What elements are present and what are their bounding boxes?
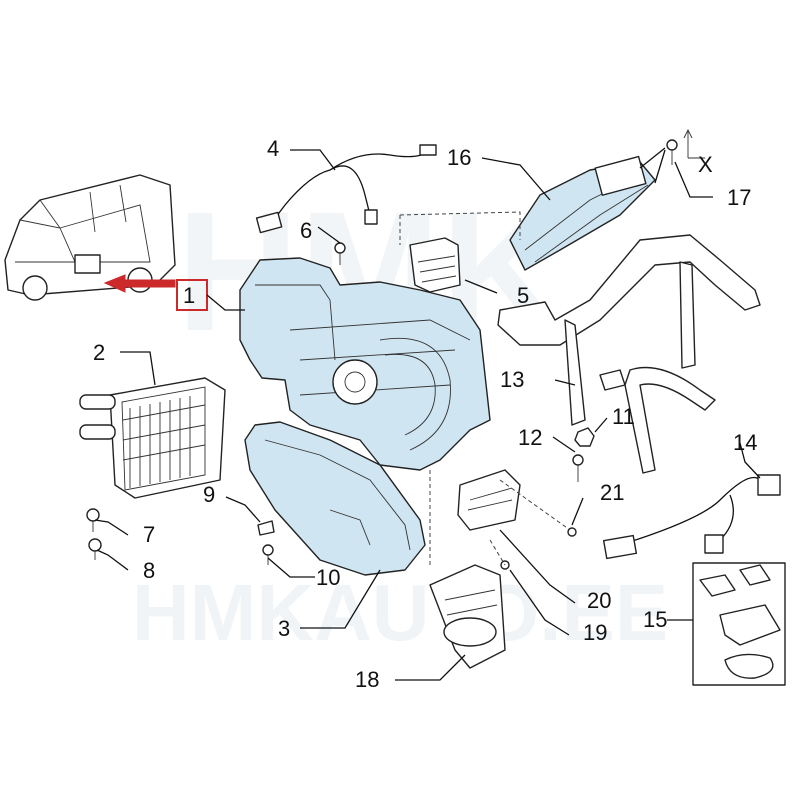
clip-9 xyxy=(257,520,275,536)
pipe-frame xyxy=(497,234,761,474)
screw-17: X xyxy=(666,128,713,177)
callout-20: 20 xyxy=(587,588,611,613)
callout-12: 12 xyxy=(518,425,542,450)
watermark-bottom: HMKAUTO.EE xyxy=(132,568,668,657)
callout-17: 17 xyxy=(727,185,751,210)
callout-9: 9 xyxy=(203,482,215,507)
heater-core xyxy=(79,377,226,499)
location-arrow xyxy=(103,274,176,293)
axis-x-label: X xyxy=(698,152,713,177)
nut-11 xyxy=(574,427,595,447)
kit-box-15 xyxy=(692,562,786,686)
wiring-harness-4 xyxy=(255,144,437,234)
callout-5: 5 xyxy=(517,283,529,308)
lower-duct xyxy=(244,421,426,576)
blower-fan-18 xyxy=(429,564,506,669)
callout-4: 4 xyxy=(267,136,279,161)
callout-6: 6 xyxy=(300,218,312,243)
callout-16: 16 xyxy=(447,145,471,170)
callout-10: 10 xyxy=(316,565,340,590)
callout-1: 1 xyxy=(183,283,195,308)
callout-11: 11 xyxy=(612,404,635,429)
screw-12 xyxy=(572,454,584,482)
van-illustration xyxy=(4,174,176,301)
callout-21: 21 xyxy=(600,480,624,505)
screw-8 xyxy=(88,538,102,560)
screw-7 xyxy=(86,508,100,532)
callout-18: 18 xyxy=(355,667,379,692)
resistor-module xyxy=(409,237,461,293)
assembly-line-e xyxy=(489,539,506,566)
callout-8: 8 xyxy=(143,558,155,583)
screw-6 xyxy=(334,242,346,265)
actuator-20 xyxy=(457,469,521,531)
heater-housing xyxy=(239,257,491,471)
callout-15: 15 xyxy=(643,607,667,632)
callout-13: 13 xyxy=(500,367,524,392)
callout-3: 3 xyxy=(278,616,290,641)
assembly-line-d xyxy=(499,479,571,531)
callout-14: 14 xyxy=(733,430,757,455)
callout-7: 7 xyxy=(143,522,155,547)
callout-2: 2 xyxy=(93,340,105,365)
screw-10 xyxy=(262,544,274,565)
callout-19: 19 xyxy=(583,620,607,645)
air-inlet-16 xyxy=(509,155,656,271)
leader-lines xyxy=(94,147,761,681)
wiring-harness-14 xyxy=(602,474,781,560)
assembly-line-a xyxy=(399,211,521,240)
